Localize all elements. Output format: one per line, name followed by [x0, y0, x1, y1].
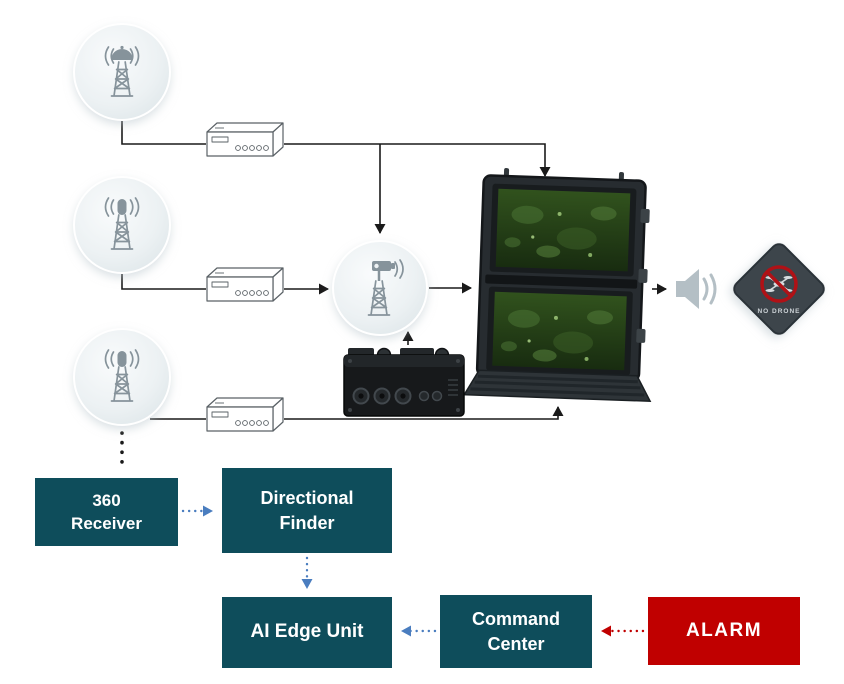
omni-antenna-tower-icon: [73, 328, 171, 426]
node-directional-finder-line1: Directional: [260, 487, 354, 508]
dome-antenna-tower-icon: [73, 23, 171, 121]
node-360-receiver: 360 Receiver: [35, 478, 178, 546]
receiver-unit-icon: [206, 122, 284, 157]
connector-receiver3-workstation: [284, 406, 564, 420]
prohibition-circle: [760, 265, 798, 303]
no-drone-sign-icon: NO DRONE: [733, 243, 825, 335]
node-alarm-label: ALARM: [685, 619, 763, 641]
node-directional-finder-line2: Finder: [279, 512, 335, 533]
omni-antenna-tower-icon: [73, 176, 171, 274]
receiver-unit-icon: [206, 267, 284, 302]
node-command-center-line2: Center: [487, 633, 545, 654]
node-360-receiver-line2: Receiver: [71, 514, 142, 533]
connector-receiver1-workstation: [284, 143, 551, 177]
loudspeaker-icon: [676, 269, 717, 309]
camera-tower-icon: [332, 240, 428, 336]
connector-sensor2-receiver2: [121, 274, 206, 290]
prohibition-slash: [765, 270, 793, 298]
node-360-receiver-line1: 360: [92, 490, 121, 510]
node-ai-edge-unit-label: AI Edge Unit: [250, 621, 364, 643]
node-ai-edge-unit: AI Edge Unit: [222, 597, 392, 668]
sign-label: NO DRONE: [757, 308, 800, 315]
connector-sensor1-receiver1: [121, 121, 206, 145]
receiver-unit-icon: [206, 397, 284, 432]
node-alarm: ALARM: [648, 597, 800, 665]
node-command-center: Command Center: [440, 595, 592, 668]
node-directional-finder: Directional Finder: [222, 468, 392, 553]
rugged-dual-screen-workstation-icon: [462, 168, 652, 403]
node-command-center-line1: Command: [471, 608, 560, 629]
rugged-edge-computer-icon: [343, 347, 465, 417]
